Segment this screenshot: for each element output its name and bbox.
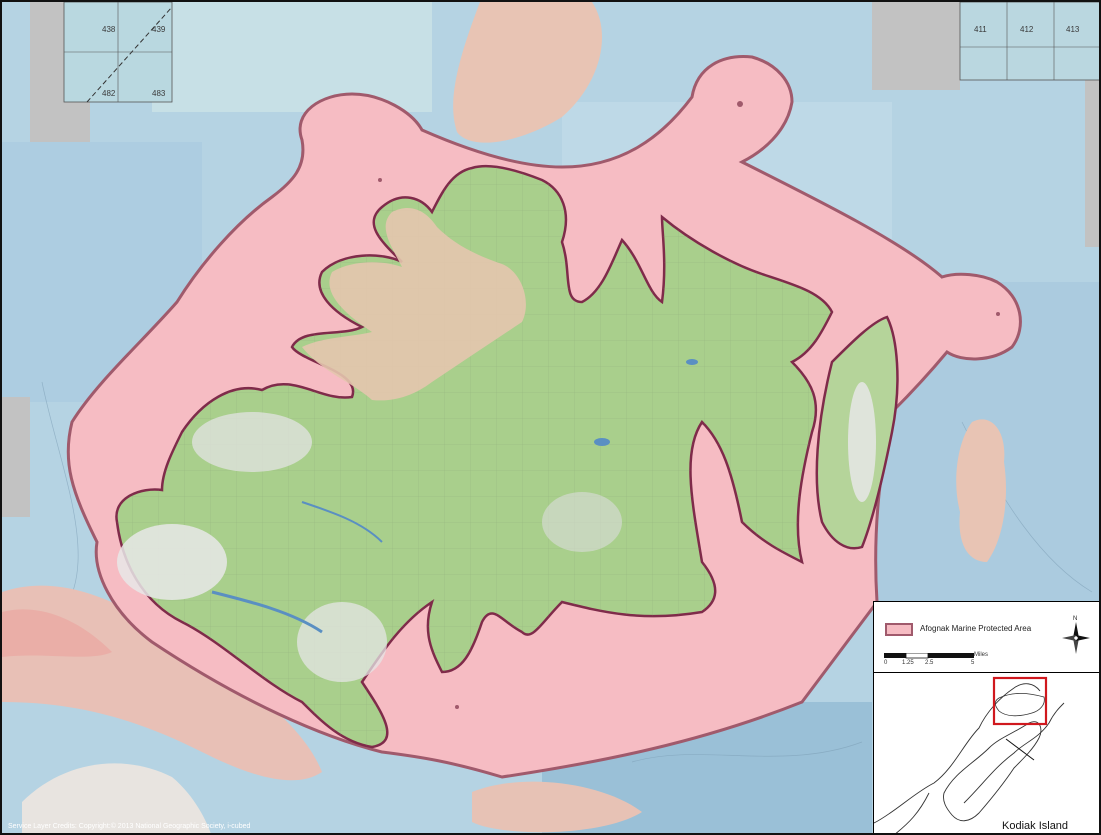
islet — [996, 312, 1000, 316]
mountain-snow — [848, 382, 876, 502]
nodata-tile — [2, 397, 30, 517]
islet — [455, 705, 459, 709]
scale-tick: 2.5 — [925, 660, 934, 666]
lake — [211, 590, 323, 634]
mountain-snow — [542, 492, 622, 552]
inset-afognak — [994, 692, 1045, 717]
tile-label: 412 — [1020, 25, 1034, 34]
tile-label: 413 — [1066, 25, 1080, 34]
scale-tick: 0 — [884, 660, 888, 666]
south-land — [22, 763, 211, 833]
mountain-snow — [297, 602, 387, 682]
mountain-snow — [117, 524, 227, 600]
inset-map: Kodiak Island — [874, 673, 1099, 833]
tan-upland — [302, 207, 526, 401]
inset-label: Kodiak Island — [1002, 820, 1069, 832]
inset-map-layer — [874, 676, 1065, 833]
afognak-island-grid — [116, 166, 832, 747]
northern-land — [453, 2, 602, 143]
south-island — [472, 781, 642, 833]
scale-units: Miles — [974, 652, 989, 658]
legend-panel: Afognak Marine Protected Area N 0 1.25 2… — [873, 601, 1099, 833]
inset-kodiak — [943, 721, 1042, 822]
tile-label: 438 — [102, 25, 116, 34]
legend-label: Afognak Marine Protected Area — [920, 624, 1032, 633]
topo-sheet — [959, 2, 1099, 81]
southwest-peninsula — [2, 609, 112, 657]
north-label: N — [1073, 616, 1077, 622]
lake — [301, 501, 383, 543]
scale-tick: 1.25 — [902, 660, 914, 666]
nodata-tile — [1085, 77, 1099, 247]
tile-label: 439 — [152, 25, 166, 34]
ocean-tile — [152, 2, 432, 112]
scale-tick: 5 — [971, 660, 975, 666]
islet — [737, 101, 743, 107]
lake — [686, 359, 698, 365]
inset-highlight-box — [992, 676, 1048, 726]
nodata-tile — [872, 2, 960, 90]
legend-key: Afognak Marine Protected Area N 0 1.25 2… — [874, 602, 1099, 673]
tile-label: 483 — [152, 89, 166, 98]
islet — [378, 178, 382, 182]
inset-coastline — [874, 683, 1065, 833]
legend-swatch — [885, 623, 913, 636]
attribution-text: Service Layer Credits: Copyright:© 2013 … — [8, 822, 250, 830]
scale-bar — [884, 653, 974, 659]
north-arrow-icon: N — [1062, 616, 1090, 654]
east-island — [956, 419, 1007, 562]
tile-label: 411 — [974, 25, 987, 34]
tile-label: 482 — [102, 89, 116, 98]
mountain-snow — [192, 412, 312, 472]
lake — [594, 438, 610, 446]
inset-pointer — [1005, 738, 1035, 761]
